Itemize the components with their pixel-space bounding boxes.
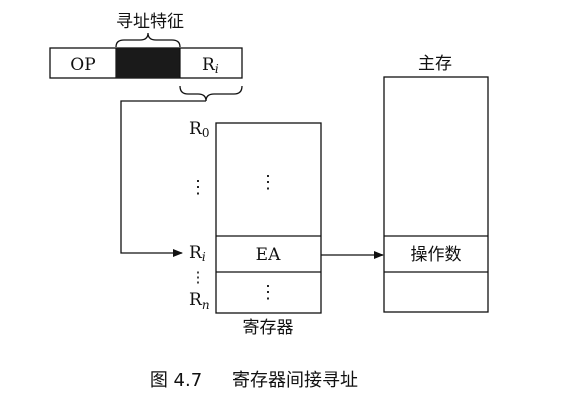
register-ellipsis-upper: ⋮ [259, 172, 277, 193]
addressing-feature-label: 寻址特征 [116, 12, 184, 32]
register-r0-label: R0 [189, 119, 209, 140]
figure-number: 图 4.7 [150, 370, 202, 391]
instruction-format: 寻址特征 OP Ri [49, 12, 243, 102]
register-ea-value: EA [256, 245, 281, 265]
register-ellipsis-lower: ⋮ [259, 282, 277, 303]
main-memory-title: 主存 [418, 54, 452, 74]
register-file: EA ⋮ ⋮ R0 ⋮ Ri ⋮ Rn 寄存器 [189, 119, 322, 338]
op-field-label: OP [70, 55, 95, 75]
register-ri-label: Ri [189, 243, 206, 264]
main-memory-box [383, 76, 489, 313]
addressing-feature-field [116, 48, 180, 78]
figure-caption: 图 4.7 寄存器间接寻址 [150, 370, 358, 391]
operand-label: 操作数 [411, 245, 462, 265]
register-file-caption: 寄存器 [243, 318, 294, 338]
register-label-ellipsis-upper: ⋮ [189, 177, 207, 198]
main-memory: 主存 操作数 [383, 54, 489, 313]
register-rn-label: Rn [189, 290, 210, 312]
register-label-ellipsis-lower: ⋮ [191, 268, 206, 286]
register-pointer-arrow [120, 100, 206, 257]
reg-field-label: Ri [202, 55, 219, 76]
reg-field-bracket [179, 85, 243, 102]
register-file-box [215, 122, 322, 314]
figure-title: 寄存器间接寻址 [232, 370, 358, 391]
addressing-feature-brace [115, 32, 181, 48]
